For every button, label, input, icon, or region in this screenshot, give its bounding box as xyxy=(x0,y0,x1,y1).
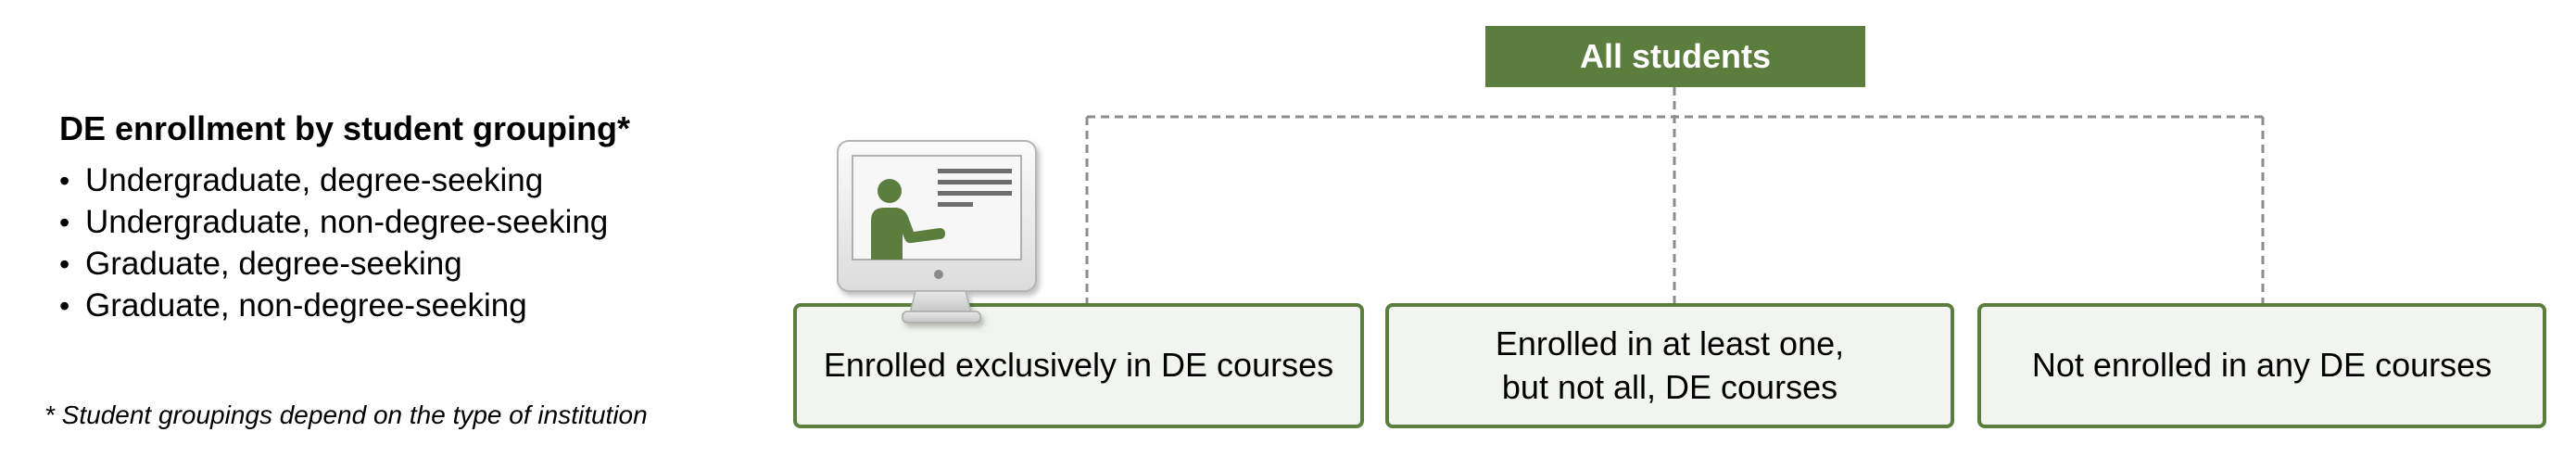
bullet: • xyxy=(59,248,70,281)
legend-list: • Undergraduate, degree-seeking • Undergra… xyxy=(59,159,608,326)
list-item-label: Undergraduate, degree-seeking xyxy=(85,162,544,198)
bullet: • xyxy=(59,206,70,239)
list-item: • Undergraduate, non-degree-seeking xyxy=(59,201,608,243)
list-item-label: Graduate, degree-seeking xyxy=(85,246,462,282)
category-exclusively-de: Enrolled exclusively in DE courses xyxy=(793,303,1364,428)
list-item-label: Undergraduate, non-degree-seeking xyxy=(85,204,609,240)
legend-title: DE enrollment by student grouping* xyxy=(59,109,631,147)
footnote: * Student groupings depend on the type o… xyxy=(44,400,648,429)
bullet: • xyxy=(59,289,70,323)
bullet: • xyxy=(59,164,70,197)
computer-monitor-presenter-icon xyxy=(837,140,1037,324)
list-item: • Undergraduate, degree-seeking xyxy=(59,159,608,201)
category-no-de: Not enrolled in any DE courses xyxy=(1977,303,2546,428)
list-item: • Graduate, non-degree-seeking xyxy=(59,285,608,326)
all-students-node: All students xyxy=(1485,26,1865,87)
list-item: • Graduate, degree-seeking xyxy=(59,243,608,285)
category-some-de: Enrolled in at least one, but not all, D… xyxy=(1385,303,1954,428)
list-item-label: Graduate, non-degree-seeking xyxy=(85,287,527,324)
